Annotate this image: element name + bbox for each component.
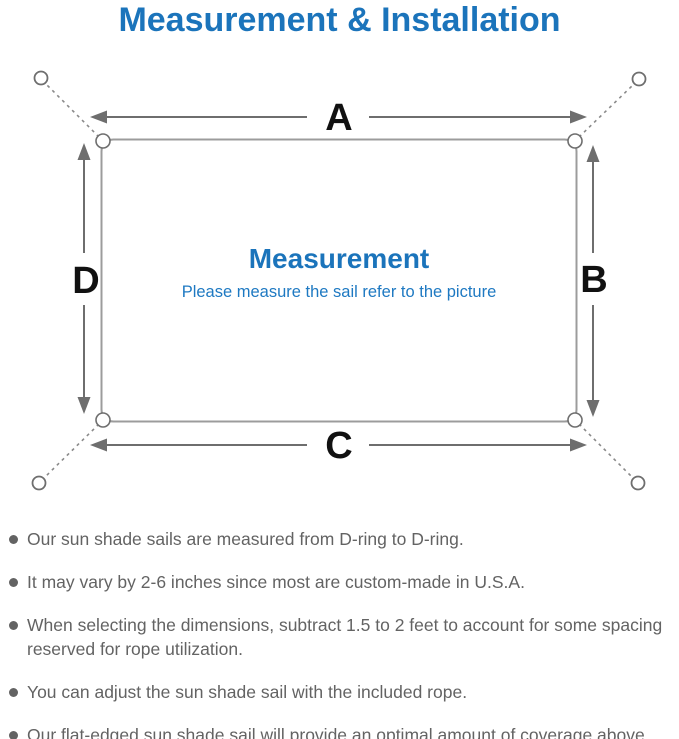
measurement-diagram: A B C D <box>31 70 647 491</box>
bullet-dot-icon <box>9 688 18 697</box>
sail-outline <box>100 138 578 423</box>
bullet-text: When selecting the dimensions, subtract … <box>27 615 663 659</box>
measurement-note-subtitle: Please measure the sail refer to the pic… <box>181 283 497 301</box>
dimension-label-a: A <box>325 97 352 139</box>
bullet-dot-icon <box>9 578 18 587</box>
bullet-text: You can adjust the sun shade sail with t… <box>27 682 468 702</box>
list-item: Our flat-edged sun shade sail will provi… <box>8 723 671 739</box>
list-item: When selecting the dimensions, subtract … <box>8 613 671 661</box>
bullet-dot-icon <box>9 535 18 544</box>
instruction-bullet-list: Our sun shade sails are measured from D-… <box>8 527 671 739</box>
dimension-label-b: B <box>580 259 607 301</box>
page-title: Measurement & Installation <box>118 1 561 39</box>
list-item: You can adjust the sun shade sail with t… <box>8 680 671 704</box>
anchor-point-icon <box>31 70 647 491</box>
bullet-dot-icon <box>9 621 18 630</box>
bullet-text: Our sun shade sails are measured from D-… <box>27 529 464 549</box>
measurement-note-title: Measurement <box>248 243 430 274</box>
dimension-label-c: C <box>325 425 352 467</box>
dimension-label-d: D <box>72 260 99 302</box>
dimension-arrows <box>77 110 600 452</box>
rope-dashed-lines <box>44 83 634 479</box>
bullet-text: It may vary by 2-6 inches since most are… <box>27 572 525 592</box>
d-ring-icon <box>95 133 583 428</box>
bullet-dot-icon <box>9 731 18 739</box>
measurement-note: Measurement Please measure the sail refe… <box>101 244 577 302</box>
bullet-text: Our flat-edged sun shade sail will provi… <box>27 725 645 739</box>
list-item: Our sun shade sails are measured from D-… <box>8 527 671 551</box>
list-item: It may vary by 2-6 inches since most are… <box>8 570 671 594</box>
